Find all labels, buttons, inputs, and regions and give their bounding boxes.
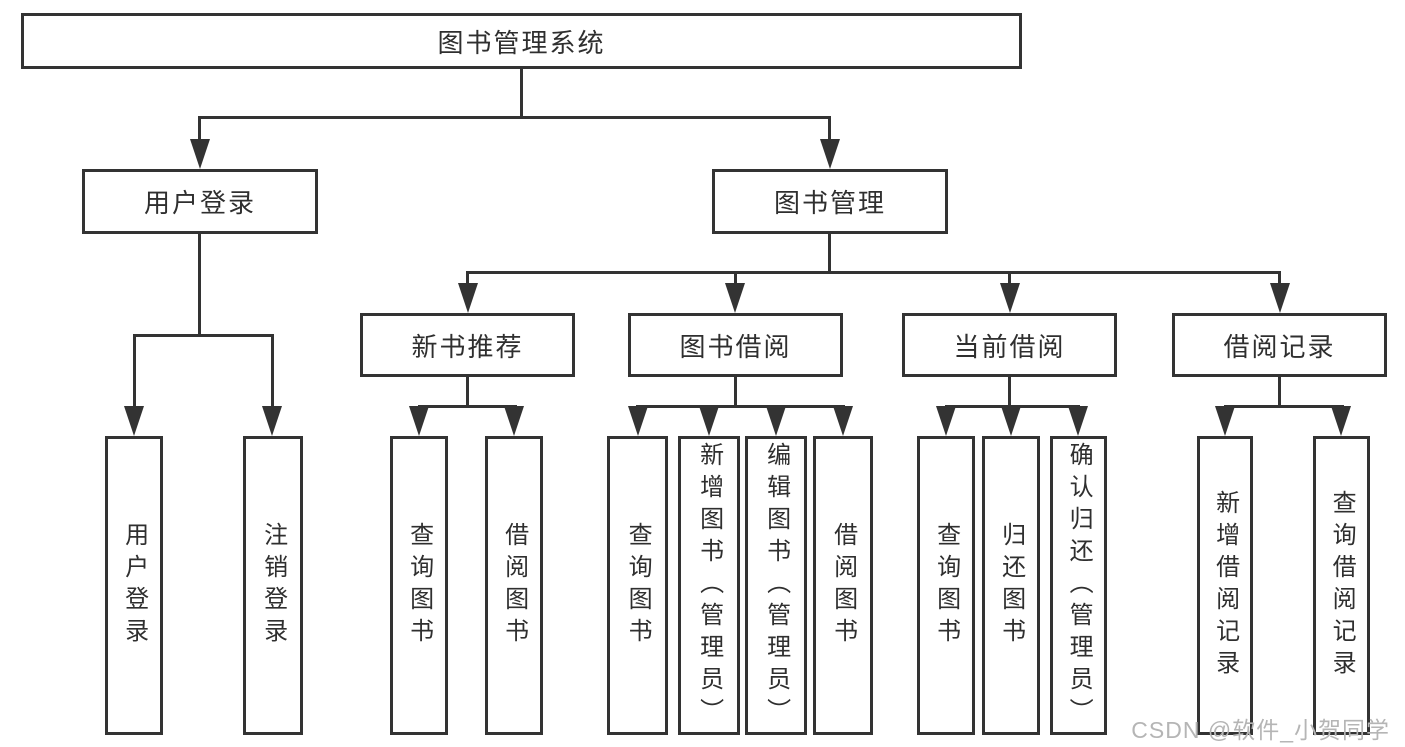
leaf-query-books-recommend: 查询图书 xyxy=(390,436,448,735)
connector-current-stub xyxy=(1008,374,1011,407)
connector-branch xyxy=(828,115,831,144)
watermark: CSDN @软件_小贺同学 xyxy=(1131,717,1390,743)
connector-branch xyxy=(270,333,274,411)
connector-book-mgmt-rail xyxy=(466,270,1281,274)
arrow-down-icon xyxy=(936,406,956,436)
connector-records-stub xyxy=(1278,374,1281,407)
leaf-label: 查询借阅记录 xyxy=(1328,489,1356,682)
leaf-confirm-return-admin: 确认归还（管理员） xyxy=(1050,436,1107,735)
leaf-label: 注销登录 xyxy=(259,521,287,650)
arrow-down-icon xyxy=(1269,283,1290,313)
connector-branch xyxy=(1008,270,1011,288)
arrow-down-icon xyxy=(1068,406,1088,436)
arrow-down-icon xyxy=(725,283,745,313)
arrow-down-icon xyxy=(627,406,648,436)
connector-borrow-stub xyxy=(733,374,737,407)
connector-recommend-stub xyxy=(466,374,469,407)
leaf-edit-book-admin: 编辑图书（管理员） xyxy=(745,436,807,735)
leaf-query-books-current: 查询图书 xyxy=(917,436,975,735)
leaf-query-books-borrow: 查询图书 xyxy=(607,436,668,735)
connector-root-rail xyxy=(198,115,831,119)
connector-user-login-rail xyxy=(132,333,274,337)
leaf-return-books: 归还图书 xyxy=(982,436,1040,735)
leaf-user-login: 用户登录 xyxy=(105,436,163,735)
leaf-label: 借阅图书 xyxy=(829,521,857,650)
arrow-down-icon xyxy=(766,406,786,436)
leaf-label: 新增图书（管理员） xyxy=(695,441,723,730)
arrow-down-icon xyxy=(999,283,1020,313)
connector-branch xyxy=(733,270,737,288)
leaf-add-book-admin: 新增图书（管理员） xyxy=(678,436,740,735)
arrow-down-icon xyxy=(1001,406,1021,436)
arrow-down-icon xyxy=(833,406,853,436)
arrow-down-icon xyxy=(124,406,144,436)
connector-recommend-rail xyxy=(417,404,517,408)
node-current-borrow: 当前借阅 xyxy=(902,313,1117,377)
leaf-borrow-books-recommend: 借阅图书 xyxy=(485,436,543,735)
arrow-down-icon xyxy=(457,283,478,313)
leaf-label: 查询图书 xyxy=(405,521,433,650)
arrow-down-icon xyxy=(262,406,282,436)
leaf-add-borrow-record: 新增借阅记录 xyxy=(1197,436,1253,735)
arrow-down-icon xyxy=(1215,406,1235,436)
leaf-label: 查询图书 xyxy=(932,521,960,650)
node-root: 图书管理系统 xyxy=(21,13,1022,69)
arrow-down-icon xyxy=(504,406,524,436)
connector-book-mgmt-stub xyxy=(828,231,831,273)
connector-user-login-stub xyxy=(198,231,201,335)
connector-branch xyxy=(132,333,136,411)
connector-branch xyxy=(198,115,201,144)
leaf-label: 用户登录 xyxy=(120,521,148,650)
leaf-label: 归还图书 xyxy=(997,521,1025,650)
leaf-label: 确认归还（管理员） xyxy=(1065,441,1093,730)
connector-branch xyxy=(1278,270,1281,288)
leaf-label: 借阅图书 xyxy=(500,521,528,650)
node-borrow-records: 借阅记录 xyxy=(1172,313,1387,377)
connector-branch xyxy=(466,270,469,288)
leaf-label: 查询图书 xyxy=(624,521,652,650)
node-new-book-recommend: 新书推荐 xyxy=(360,313,575,377)
connector-root-stub xyxy=(519,68,523,118)
arrow-down-icon xyxy=(409,406,429,436)
leaf-logout-login: 注销登录 xyxy=(243,436,303,735)
arrow-down-icon xyxy=(819,139,840,169)
leaf-label: 编辑图书（管理员） xyxy=(762,441,790,730)
node-book-management: 图书管理 xyxy=(712,169,948,234)
arrow-down-icon xyxy=(189,139,210,169)
arrow-down-icon xyxy=(699,406,719,436)
arrow-down-icon xyxy=(1331,406,1351,436)
connector-borrow-rail xyxy=(636,404,845,408)
leaf-query-borrow-record: 查询借阅记录 xyxy=(1313,436,1370,735)
leaf-borrow-books: 借阅图书 xyxy=(813,436,873,735)
node-user-login: 用户登录 xyxy=(82,169,318,234)
connector-records-rail xyxy=(1223,404,1344,408)
node-book-borrow: 图书借阅 xyxy=(628,313,843,377)
leaf-label: 新增借阅记录 xyxy=(1211,489,1239,682)
